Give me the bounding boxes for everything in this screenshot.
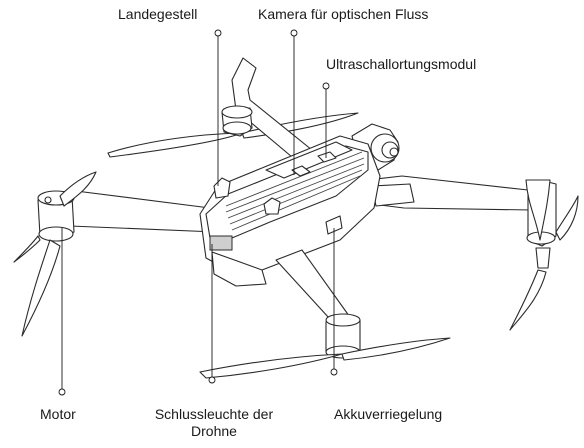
propeller-front-left	[13, 171, 97, 337]
label-ultrasonic-module: Ultraschallortungsmodul	[326, 56, 477, 72]
leader-lines	[58, 29, 338, 396]
label-rear-light: Schlussleuchte der Drohne	[144, 406, 284, 440]
leader-optical-flow-end	[290, 29, 298, 37]
leader-motor-end	[58, 388, 66, 396]
leader-rear-light-end	[208, 376, 216, 384]
label-optical-flow-camera: Kamera für optischen Fluss	[258, 6, 429, 22]
label-motor: Motor	[40, 406, 76, 422]
label-landing-gear: Landegestell	[118, 6, 198, 22]
leader-battery-lock-end	[330, 368, 338, 376]
propeller-front-right	[509, 179, 579, 331]
arm-rear-left	[221, 57, 313, 163]
arm-rear-right	[275, 249, 361, 359]
propeller-rear-right	[199, 337, 451, 379]
label-battery-lock: Akkuverriegelung	[334, 406, 443, 422]
label-rear-light-line2: Drohne	[191, 423, 237, 439]
leader-ultrasonic-end	[322, 82, 330, 90]
leader-landing-gear-end	[214, 29, 222, 37]
label-rear-light-line1: Schlussleuchte der	[154, 406, 274, 422]
